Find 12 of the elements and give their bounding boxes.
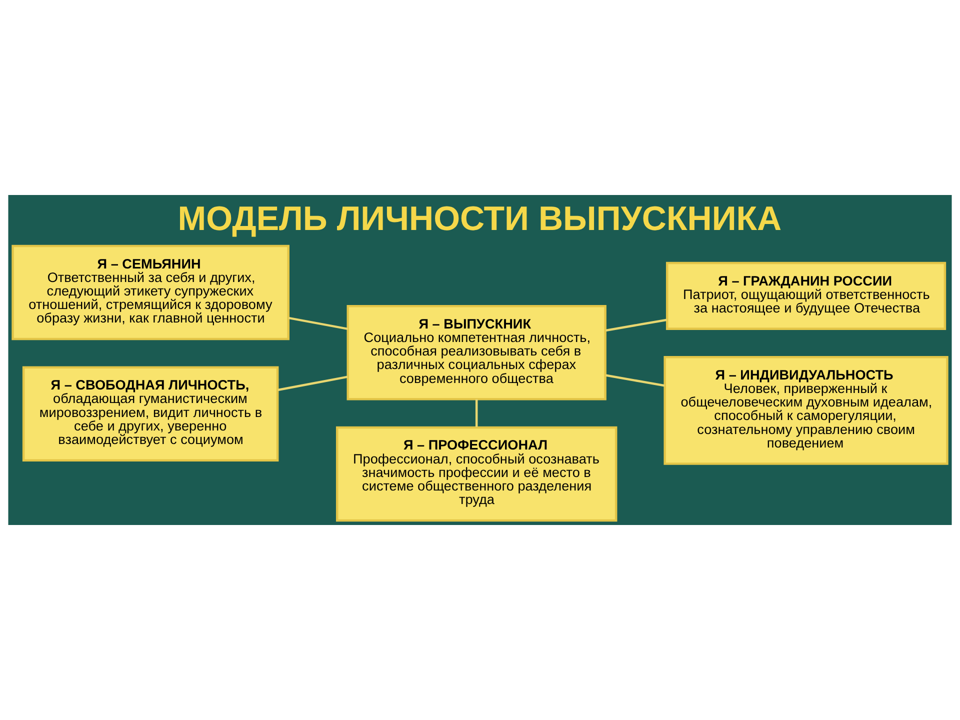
connector: [278, 376, 348, 392]
node-box: Я – СЕМЬЯНИН Ответственный за себя и других, следующий этикету супружеских отношений, стремящийся к здоровому образу жизни, как главной ценности: [12, 244, 290, 340]
connector: [605, 318, 668, 332]
node-box: Я – ВЫПУСКНИК Социально компетентная личность, способная реализовывать себя в различных социальных сферах современного общества: [346, 305, 606, 400]
node-box: Я – ГРАЖДАНИН РОССИИ Патриот, ощущающий ответственность за настоящее и будущее Отечества: [666, 262, 946, 330]
node-box: Я – СВОБОДНАЯ ЛИЧНОСТЬ, обладающая гуманистическим мировоззрением, видит личность в себе и других, уверенно взаимодействует с социумом: [22, 366, 279, 462]
connector: [475, 399, 478, 428]
connector: [605, 374, 665, 387]
diagram-title: МОДЕЛЬ ЛИЧНОСТИ ВЫПУСКНИКА: [178, 200, 782, 238]
connector: [288, 316, 348, 330]
node-box: Я – ПРОФЕССИОНАЛ Профессионал, способный осознавать значимость профессии и её место в системе общественного разделения труда: [336, 426, 618, 522]
node-box: Я – ИНДИВИДУАЛЬНОСТЬ Человек, приверженный к общечеловеческим духовным идеалам, способный к саморегуляции, сознательному управлению своим поведением: [664, 356, 948, 465]
